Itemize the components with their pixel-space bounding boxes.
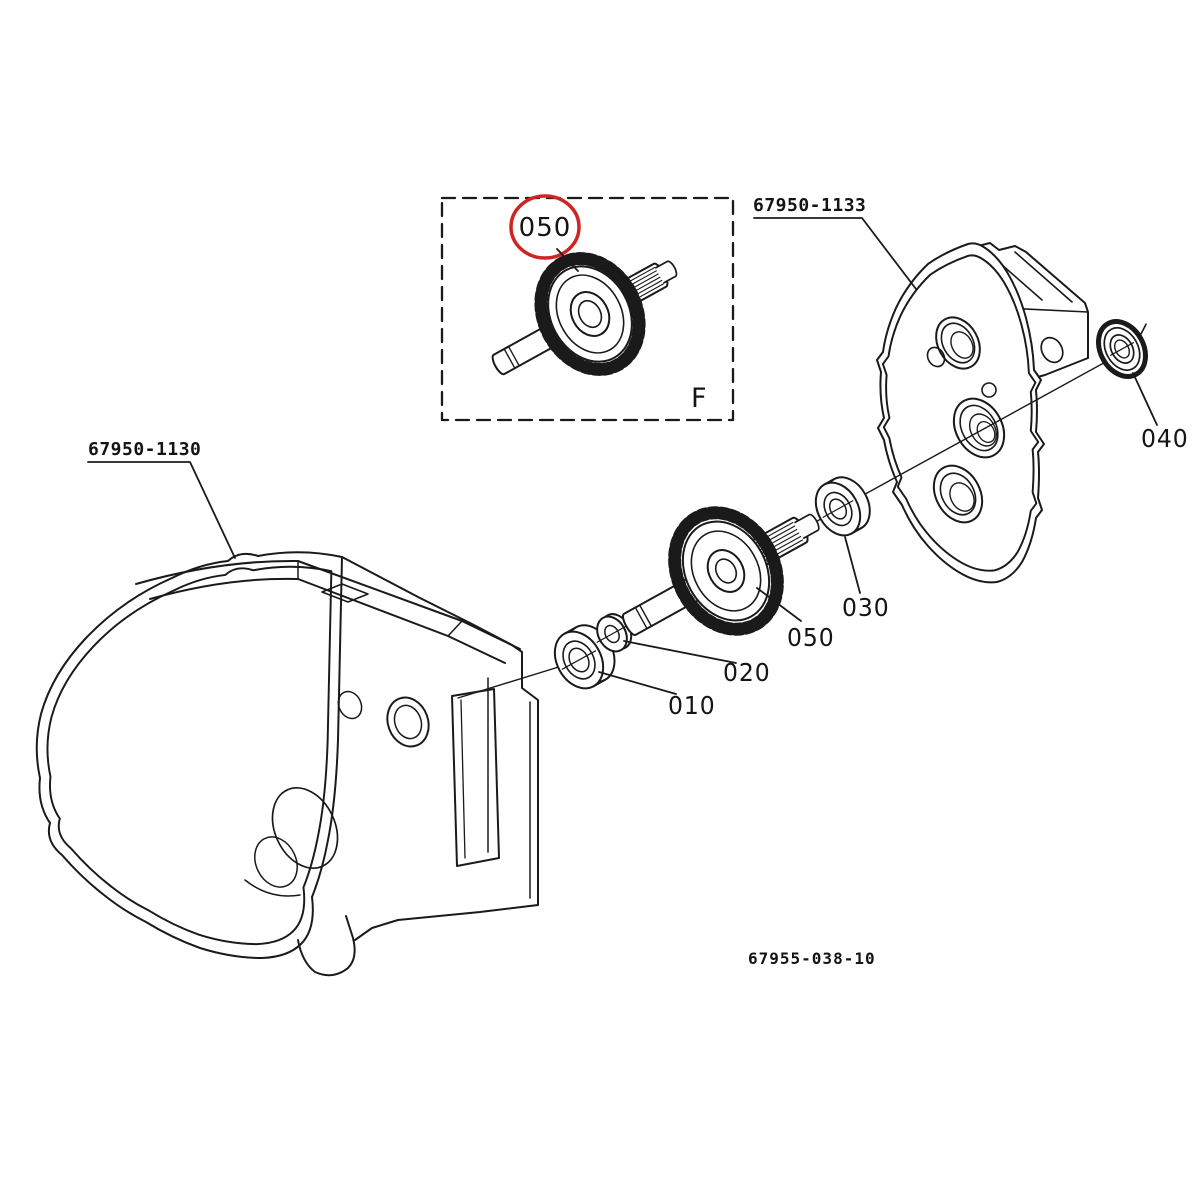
part-number-left-housing: 67950-1130 — [88, 439, 202, 460]
housing-bores — [926, 316, 1006, 524]
inset-callout-leader — [556, 248, 579, 272]
oil-seal-040-drawing — [1096, 319, 1148, 379]
bearing-010-drawing — [553, 624, 616, 690]
drawing-number: 67955-038-10 — [748, 949, 876, 968]
leader-lines — [87, 217, 1158, 695]
leader-050 — [756, 587, 802, 622]
left-housing-drawing — [35, 551, 539, 977]
leader-020 — [623, 640, 737, 664]
callout-030: 030 — [842, 593, 890, 622]
gear-shaft-050-drawing — [622, 506, 820, 636]
callout-040: 040 — [1141, 424, 1189, 453]
inset-callout-050: 050 — [518, 213, 572, 243]
highlight-circle — [509, 194, 581, 260]
leader-010 — [598, 671, 677, 695]
callout-050: 050 — [787, 623, 835, 652]
inset-detail-box — [440, 194, 735, 422]
callout-010: 010 — [668, 691, 716, 720]
leader-040 — [1132, 372, 1158, 426]
part-number-right-housing: 67950-1133 — [753, 195, 867, 216]
leader-right-housing — [753, 217, 917, 290]
bearing-030-drawing — [814, 476, 871, 537]
inset-gear-shaft-drawing — [491, 252, 678, 376]
callout-020: 020 — [723, 658, 771, 687]
figure-letter: F — [691, 383, 707, 414]
right-housing-drawing — [876, 242, 1089, 584]
leader-left-housing — [87, 461, 236, 559]
leader-030 — [844, 536, 861, 594]
